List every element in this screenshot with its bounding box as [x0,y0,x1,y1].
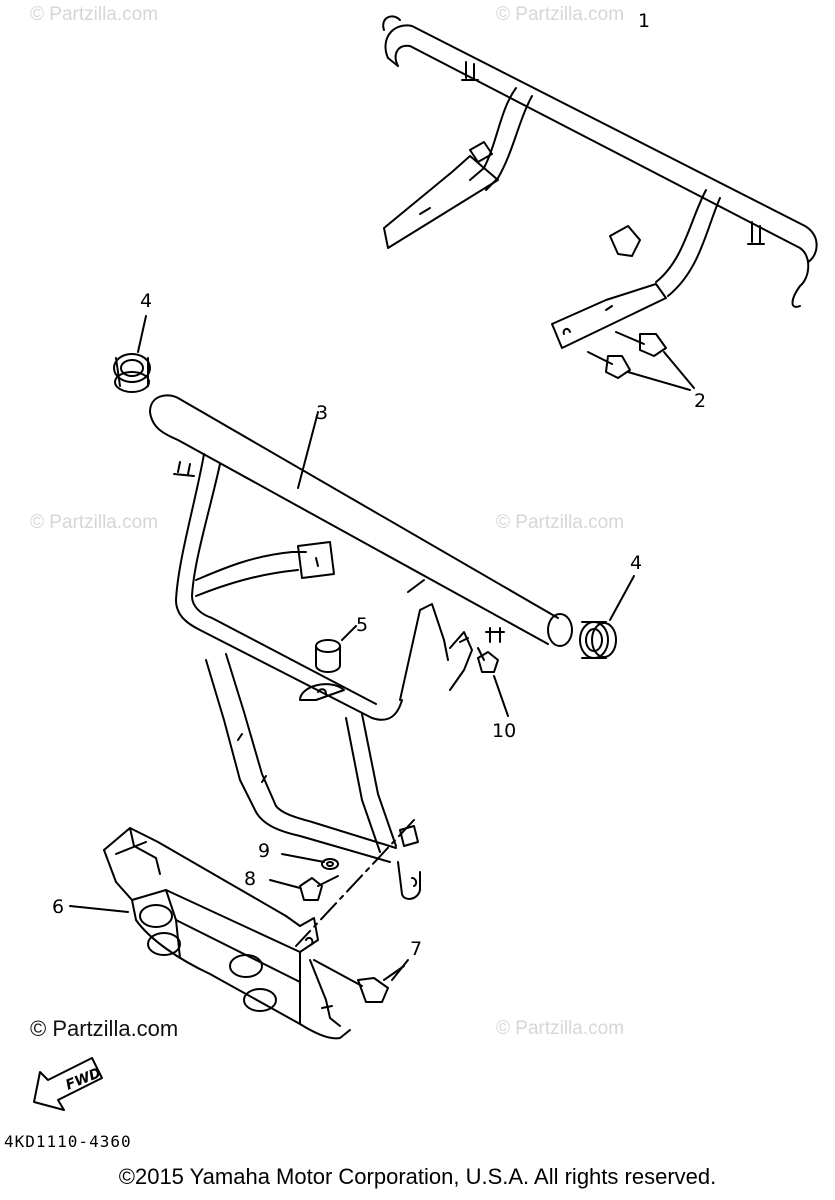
callout-3: 3 [316,402,329,424]
callout-4-upper: 4 [140,290,153,312]
drawing-code: 4KD1110-4360 [4,1132,132,1151]
part-5-collar [315,625,357,673]
callout-8: 8 [244,868,257,890]
part-1-rear-guard [382,15,818,349]
callout-9: 9 [258,840,271,862]
part-8-9-bolt-washer [269,853,339,901]
callout-5: 5 [356,614,369,636]
part-2-bolts [587,331,695,391]
part-4-grommet-upper [113,315,151,393]
watermark-mid-right: © Partzilla.com [496,512,625,533]
part-7-bolt [313,959,409,1003]
callout-7: 7 [410,938,423,960]
callout-6: 6 [52,896,65,918]
watermark-bottom-left: © Partzilla.com [30,1016,179,1041]
part-3-front-guard [149,394,573,900]
callout-10: 10 [492,720,517,742]
callout-2: 2 [694,390,707,412]
watermark-top-left: © Partzilla.com [30,4,159,25]
watermark-top-right: © Partzilla.com [496,4,625,25]
copyright-notice: ©2015 Yamaha Motor Corporation, U.S.A. A… [118,1164,717,1189]
watermark-mid-left: © Partzilla.com [30,512,159,533]
part-10-bolt [477,647,509,717]
callout-4-lower: 4 [630,552,643,574]
callout-1: 1 [638,10,651,32]
part-6-skid-plate [69,827,351,1040]
fwd-arrow-icon [33,1057,103,1111]
part-4-grommet-lower [579,575,635,659]
watermark-bottom-right: © Partzilla.com [496,1018,625,1039]
